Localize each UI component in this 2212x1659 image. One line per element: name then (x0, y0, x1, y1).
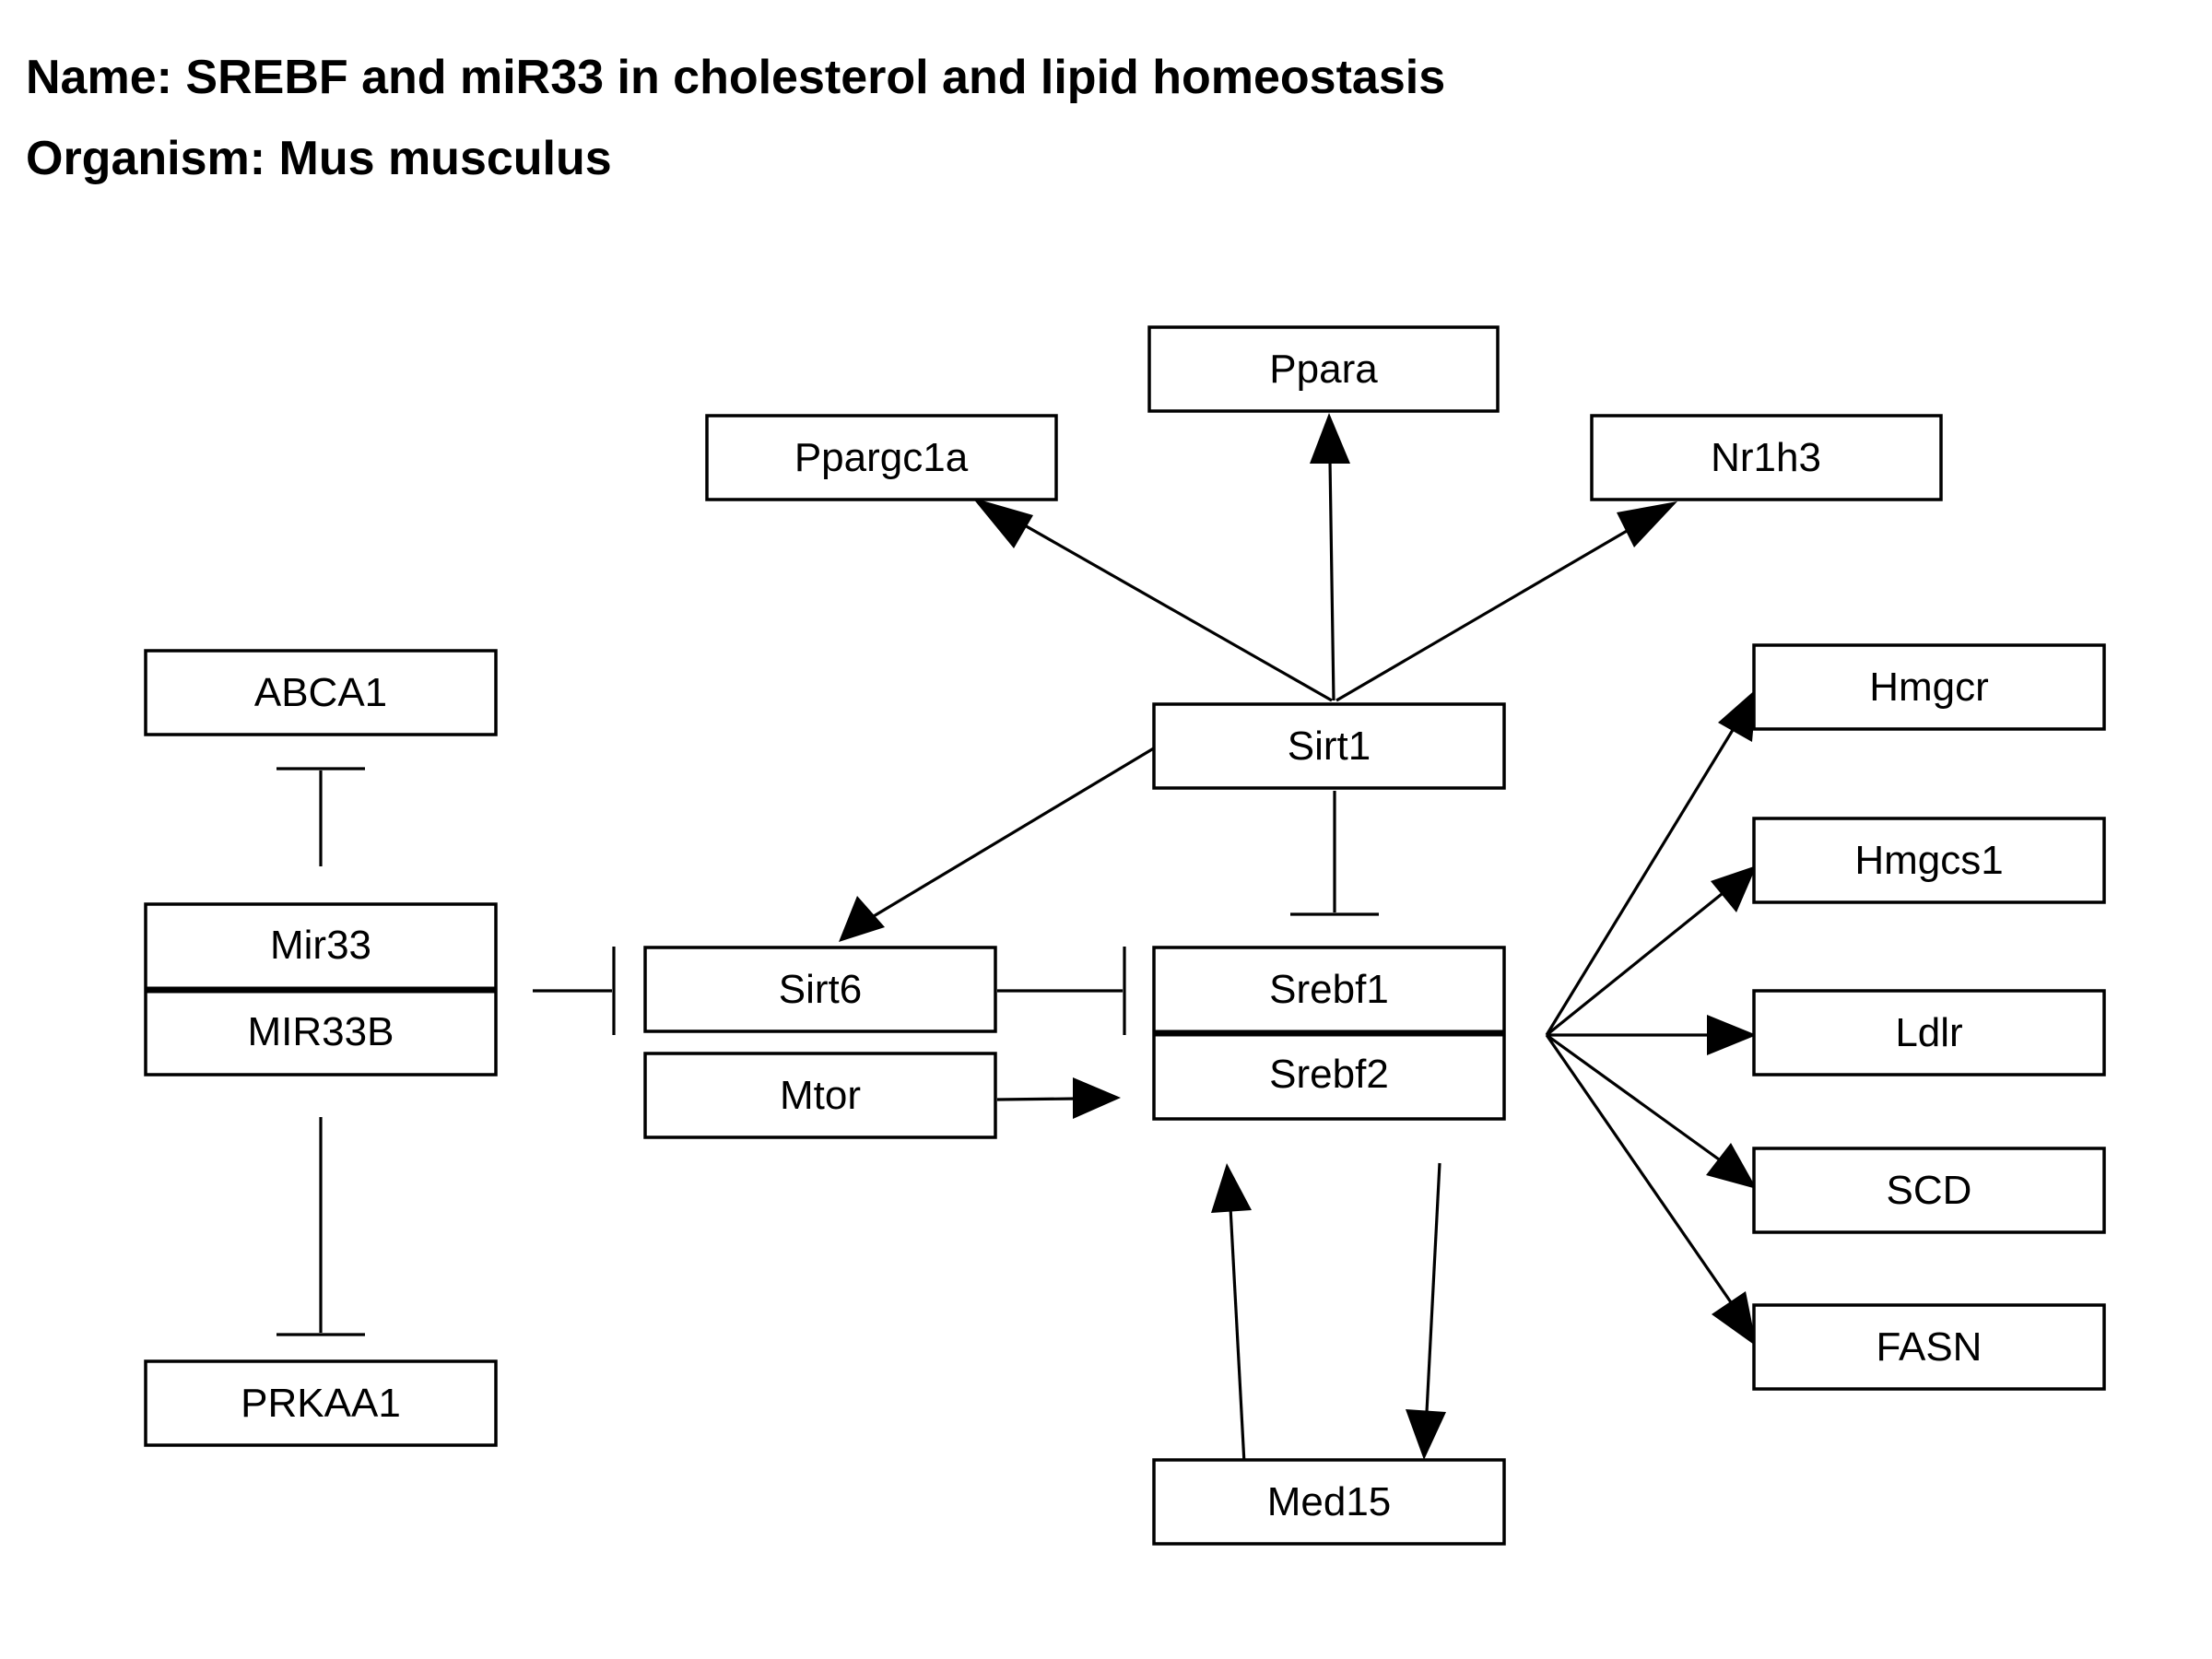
node-srebf-group[interactable]: Srebf1 Srebf2 (1152, 946, 1506, 1121)
arrowhead-srebf-med15 (1211, 1163, 1252, 1213)
edge-srebf-hmgcs1 (1545, 888, 1728, 1037)
arrowhead-ppargc1a (972, 498, 1033, 548)
arrowhead-ldlr (1707, 1015, 1757, 1055)
node-sirt6[interactable]: Sirt6 (643, 946, 997, 1033)
node-label-mir33: Mir33 (270, 923, 371, 968)
node-hmgcs1[interactable]: Hmgcs1 (1752, 817, 2106, 904)
edge-sirt1-ppargc1a (1016, 519, 1333, 702)
node-label-srebf2: Srebf2 (1269, 1052, 1389, 1097)
node-label-srebf1: Srebf1 (1269, 967, 1389, 1012)
node-label: SCD (1887, 1168, 1972, 1213)
edge-sirt1-ppara (1328, 460, 1335, 701)
node-ppargc1a[interactable]: Ppargc1a (705, 414, 1058, 501)
node-mir33-group[interactable]: Mir33 MIR33B (144, 902, 498, 1077)
node-sirt1[interactable]: Sirt1 (1152, 702, 1506, 790)
node-abca1[interactable]: ABCA1 (144, 649, 498, 736)
edge-med15-srebf (1229, 1206, 1246, 1465)
node-label: Hmgcs1 (1854, 838, 2003, 883)
arrowhead-med15 (1406, 1409, 1446, 1460)
node-label: Ppargc1a (794, 435, 969, 480)
node-label: Hmgcr (1869, 665, 1989, 710)
edge-mtor-srebf (996, 1097, 1077, 1101)
node-label: Nr1h3 (1711, 435, 1821, 480)
node-fasn[interactable]: FASN (1752, 1303, 2106, 1391)
arrowhead-fasn (1712, 1291, 1757, 1347)
node-med15[interactable]: Med15 (1152, 1458, 1506, 1546)
edge-sirt1-sirt6 (873, 745, 1158, 918)
node-label-mir33b: MIR33B (248, 1009, 394, 1054)
edge-srebf-scd (1546, 1033, 1726, 1166)
edge-srebf-hmgcr (1545, 729, 1735, 1036)
node-label: Med15 (1267, 1479, 1392, 1524)
node-ppara[interactable]: Ppara (1147, 325, 1500, 413)
node-label: Sirt1 (1288, 724, 1371, 769)
node-label: ABCA1 (254, 670, 387, 715)
arrowhead-nr1h3 (1617, 501, 1677, 547)
node-hmgcr[interactable]: Hmgcr (1752, 643, 2106, 731)
node-nr1h3[interactable]: Nr1h3 (1590, 414, 1943, 501)
edge-srebf-fasn (1545, 1034, 1733, 1303)
node-label: Mtor (780, 1073, 861, 1118)
node-ldlr[interactable]: Ldlr (1752, 989, 2106, 1077)
node-label: PRKAA1 (241, 1381, 401, 1426)
node-label: FASN (1877, 1324, 1983, 1370)
arrowhead-scd (1706, 1143, 1757, 1189)
edge-srebf-med15 (1425, 1162, 1441, 1413)
arrowhead-sirt6 (839, 896, 885, 942)
pathway-name: Name: SREBF and miR33 in cholesterol and… (26, 51, 1446, 104)
edge-sirt1-nr1h3 (1335, 525, 1634, 702)
edges (276, 413, 1757, 1465)
node-scd[interactable]: SCD (1752, 1147, 2106, 1234)
arrowhead-hmgcs1 (1711, 865, 1757, 912)
node-label: Ldlr (1895, 1010, 1962, 1055)
node-mtor[interactable]: Mtor (643, 1052, 997, 1139)
node-prkaa1[interactable]: PRKAA1 (144, 1359, 498, 1447)
arrowhead-srebf-mtor (1073, 1077, 1121, 1119)
organism-label: Organism: Mus musculus (26, 132, 612, 185)
arrowhead-hmgcr (1718, 688, 1757, 742)
node-label: Sirt6 (779, 967, 862, 1012)
arrowhead-ppara (1310, 413, 1350, 464)
node-label: Ppara (1269, 347, 1378, 392)
